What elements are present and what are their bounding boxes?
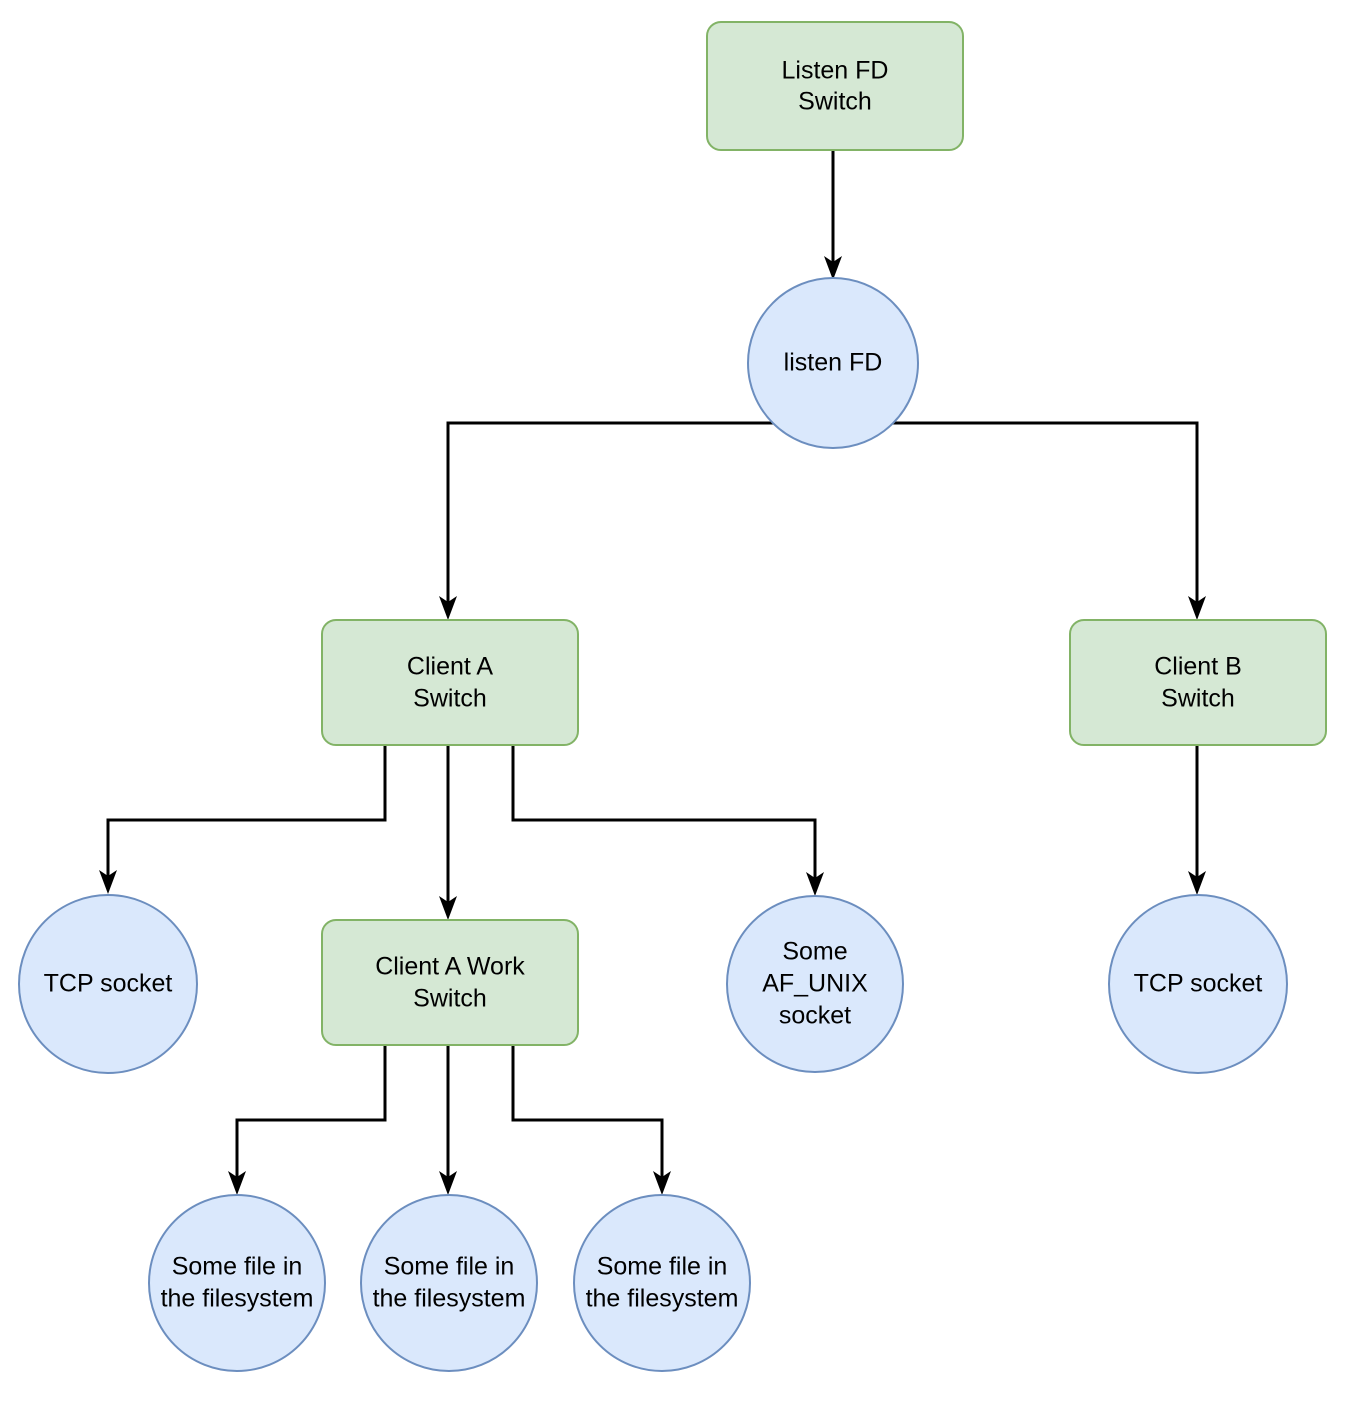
- node-file-1[interactable]: Some file in the filesystem: [148, 1194, 326, 1372]
- edge-listen-fd-to-client-a-switch: [439, 421, 790, 620]
- node-label-line3: socket: [779, 1002, 851, 1030]
- node-label-line1: Some file in: [597, 1253, 728, 1281]
- node-label-line1: Some: [782, 938, 847, 966]
- node-label-line1: Listen FD: [782, 57, 889, 85]
- edge-client-a-work-switch-to-file-1: [228, 1045, 387, 1195]
- node-label-line2: the filesystem: [586, 1285, 739, 1313]
- edge-line: [511, 1045, 664, 1183]
- edge-client-a-work-switch-to-file-2: [439, 1045, 457, 1195]
- node-shape-circle[interactable]: [18, 894, 198, 1074]
- node-tcp-socket-b[interactable]: TCP socket: [1108, 894, 1288, 1074]
- edge-layer: [99, 150, 1206, 1195]
- node-shape-circle[interactable]: [148, 1194, 326, 1372]
- node-label-line1: TCP socket: [1134, 970, 1263, 998]
- node-shape-circle[interactable]: [360, 1194, 538, 1372]
- node-label-line1: Client A Work: [375, 953, 525, 981]
- node-label-line2: Switch: [413, 685, 487, 713]
- node-file-3[interactable]: Some file in the filesystem: [573, 1194, 751, 1372]
- node-label-line1: listen FD: [784, 349, 883, 377]
- node-label-line1: Some file in: [172, 1253, 303, 1281]
- edge-client-a-switch-to-tcp-socket-a: [99, 745, 387, 894]
- edge-client-b-switch-to-tcp-socket-b: [1188, 745, 1206, 895]
- node-layer: Listen FD Switch listen FD Client A Swit…: [18, 21, 1327, 1372]
- edge-listen-fd-switch-to-listen-fd: [824, 150, 842, 280]
- edge-client-a-switch-to-client-a-work-switch: [439, 745, 457, 920]
- node-shape-rounded-rect[interactable]: [321, 619, 579, 746]
- edge-line: [511, 745, 817, 884]
- edge-line: [106, 745, 387, 882]
- node-label-line1: Client A: [407, 653, 493, 681]
- node-label-line2: Switch: [1161, 685, 1235, 713]
- node-tcp-socket-a[interactable]: TCP socket: [18, 894, 198, 1074]
- node-label-line2: the filesystem: [161, 1285, 314, 1313]
- node-shape-rounded-rect[interactable]: [706, 21, 964, 151]
- edge-listen-fd-to-client-b-switch: [878, 421, 1206, 620]
- node-shape-circle[interactable]: [1108, 894, 1288, 1074]
- node-client-b-switch[interactable]: Client B Switch: [1069, 619, 1327, 746]
- node-shape-circle[interactable]: [747, 277, 919, 449]
- node-label-line1: Client B: [1154, 653, 1242, 681]
- node-label-line1: Some file in: [384, 1253, 515, 1281]
- node-label-line2: Switch: [798, 88, 872, 116]
- edge-line: [235, 1045, 387, 1183]
- arrow-head-icon: [824, 256, 842, 280]
- arrow-head-icon: [439, 1171, 457, 1195]
- arrow-head-icon: [1188, 871, 1206, 895]
- node-client-a-work-switch[interactable]: Client A Work Switch: [321, 919, 579, 1046]
- arrow-head-icon: [99, 870, 117, 894]
- node-shape-circle[interactable]: [726, 895, 904, 1073]
- node-label-line2: Switch: [413, 985, 487, 1013]
- node-af-unix-socket[interactable]: Some AF_UNIX socket: [726, 895, 904, 1073]
- edge-client-a-switch-to-af-unix-socket: [511, 745, 824, 896]
- arrow-head-icon: [1188, 596, 1206, 620]
- node-label-line1: TCP socket: [44, 970, 173, 998]
- node-client-a-switch[interactable]: Client A Switch: [321, 619, 579, 746]
- edge-line: [446, 421, 790, 608]
- node-label-line2: the filesystem: [373, 1285, 526, 1313]
- node-file-2[interactable]: Some file in the filesystem: [360, 1194, 538, 1372]
- edge-line: [878, 421, 1199, 608]
- edge-client-a-work-switch-to-file-3: [511, 1045, 671, 1195]
- node-shape-rounded-rect[interactable]: [1069, 619, 1327, 746]
- arrow-head-icon: [439, 896, 457, 920]
- arrow-head-icon: [806, 872, 824, 896]
- node-listen-fd[interactable]: listen FD: [747, 277, 919, 449]
- arrow-head-icon: [228, 1171, 246, 1195]
- node-label-line2: AF_UNIX: [762, 970, 868, 998]
- node-shape-circle[interactable]: [573, 1194, 751, 1372]
- node-listen-fd-switch[interactable]: Listen FD Switch: [706, 21, 964, 151]
- node-shape-rounded-rect[interactable]: [321, 919, 579, 1046]
- arrow-head-icon: [653, 1171, 671, 1195]
- arrow-head-icon: [439, 596, 457, 620]
